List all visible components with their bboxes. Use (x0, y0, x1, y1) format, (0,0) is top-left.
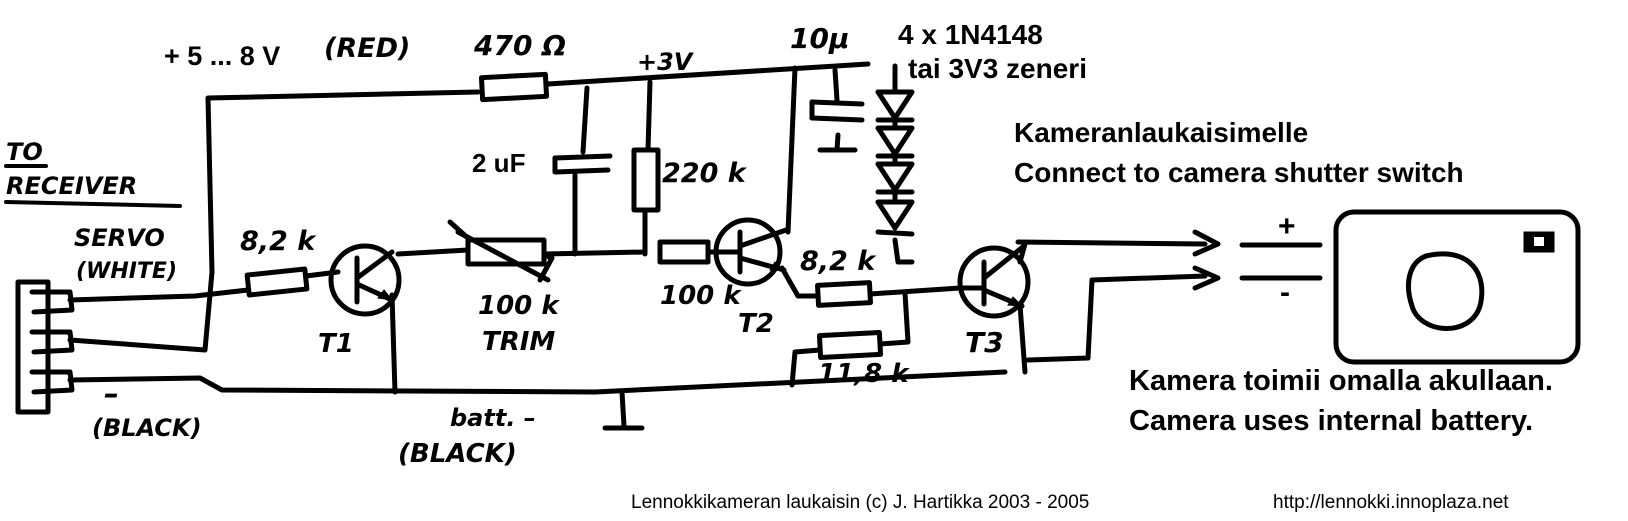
to-receiver-label-1: TO (6, 138, 43, 166)
transistor-t3 (957, 243, 1031, 319)
battery-fi-label: Kamera toimii omalla akullaan. (1129, 365, 1553, 397)
output-arrows (1192, 229, 1323, 291)
t3-label: T3 (965, 326, 1004, 359)
transistor-t2 (705, 217, 789, 287)
r470-label: 470 Ω (473, 29, 566, 62)
plus-sign-label: + (1278, 210, 1296, 243)
to-receiver-label-2: RECEIVER (6, 172, 137, 200)
diode-stack (875, 89, 915, 237)
trimmer-100k (447, 219, 555, 283)
cap10u-label: 10μ (790, 22, 850, 55)
resistor-8k2-input (244, 266, 341, 298)
footer-url: http://lennokki.innoplaza.net (1273, 492, 1509, 513)
camera-en-label: Connect to camera shutter switch (1014, 157, 1464, 188)
wiring (67, 61, 1208, 431)
servo-label: SERVO (74, 224, 165, 252)
r8k2-input-label: 8,2 k (240, 226, 317, 257)
trim-label: TRIM (482, 327, 555, 357)
servo-color-label: (WHITE) (76, 259, 177, 284)
footer-title: Lennokkikameran laukaisin (c) J. Hartikk… (631, 492, 1089, 513)
resistor-100k (657, 239, 711, 265)
diodes-label-2: tai 3V3 zeneri (908, 53, 1087, 84)
minus-sign-label: - (1280, 276, 1290, 309)
camera-icon (1333, 209, 1581, 365)
batt-black-label: (BLACK) (398, 439, 517, 469)
batt-minus-label: batt. – (450, 404, 536, 432)
cap2u-label: 2 uF (472, 148, 525, 178)
capacitor-10u (809, 99, 865, 123)
ground-minus-label: – (104, 377, 119, 412)
resistor-11k8 (816, 329, 884, 361)
r8k2-t3-label: 8,2 k (800, 246, 877, 277)
resistor-220k (631, 147, 661, 213)
t1-label: T1 (318, 329, 354, 359)
resistor-8k2-t3 (815, 280, 873, 308)
diodes-label-1: 4 x 1N4148 (898, 19, 1043, 50)
battery-en-label: Camera uses internal battery. (1129, 405, 1533, 437)
t2-label: T2 (738, 309, 774, 339)
supply-label: + 5 ... 8 V (164, 41, 280, 71)
r100k-label: 100 k (660, 281, 742, 311)
transistor-t1 (328, 243, 402, 317)
servo-connector (15, 279, 75, 415)
ground-black-label: (BLACK) (92, 414, 202, 442)
supply-color-label: (RED) (324, 33, 410, 64)
labels: + 5 ... 8 V (RED) 470 Ω +3V 10μ 4 x 1N41… (4, 19, 1553, 513)
resistor-470 (478, 71, 550, 103)
camera-fi-label: Kameranlaukaisimelle (1014, 117, 1308, 148)
r220k-label: 220 k (662, 158, 748, 189)
capacitor-2uf (552, 153, 613, 175)
trim-value-label: 100 k (478, 291, 560, 321)
plus3v-label: +3V (637, 48, 695, 76)
r11k8-label: 11,8 k (818, 359, 910, 389)
